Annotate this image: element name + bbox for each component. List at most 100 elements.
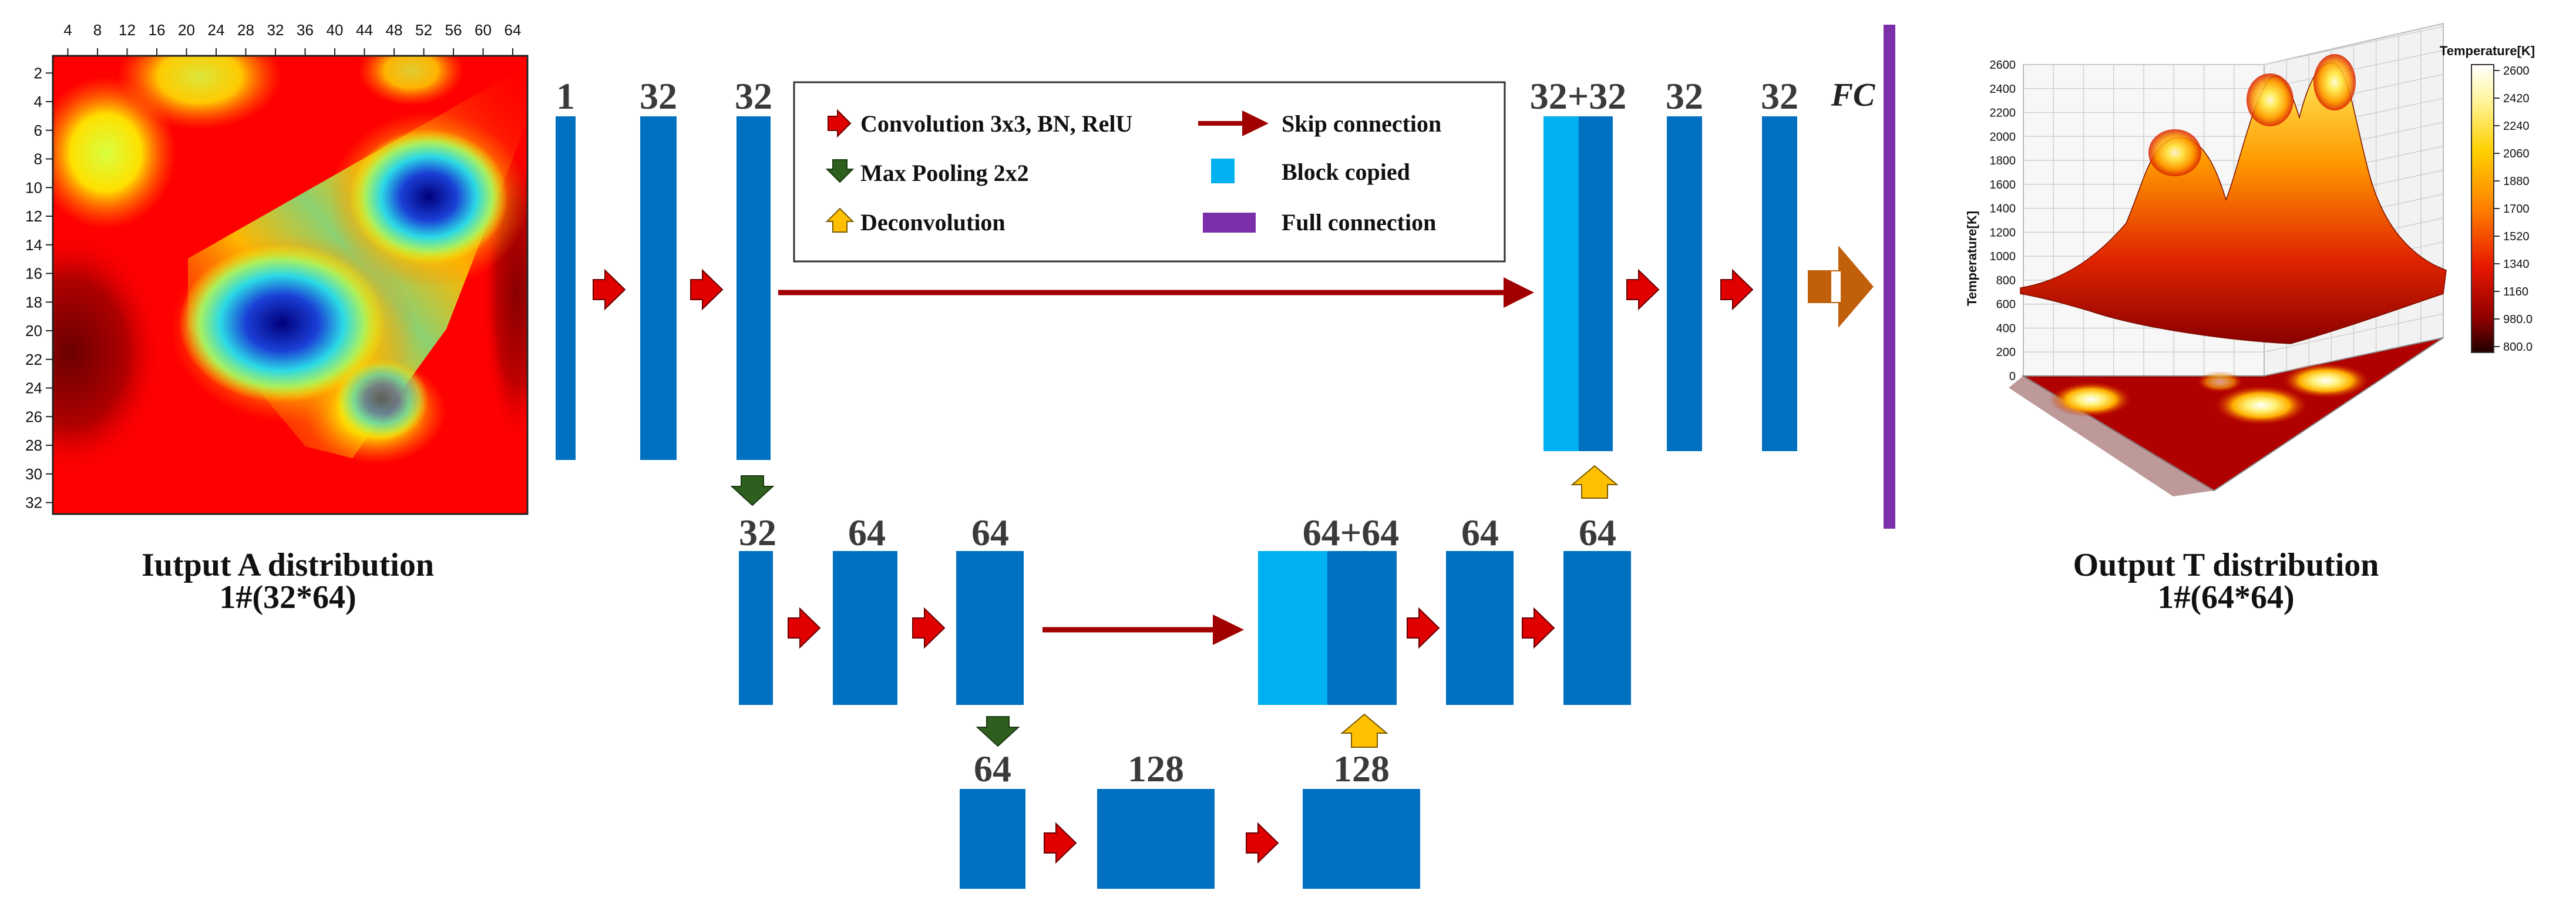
colorbar-tick-label: 2240 bbox=[2503, 120, 2530, 133]
output-caption-line2: 1#(64*64) bbox=[2157, 579, 2294, 616]
input-x-tick-label: 64 bbox=[505, 21, 522, 39]
output-z-tick-label: 2000 bbox=[1990, 130, 2016, 143]
channels-l1-conv1: 32 bbox=[640, 75, 677, 117]
channels-l2-conv2: 64 bbox=[971, 512, 1009, 553]
channels-l1-conv2: 32 bbox=[735, 75, 772, 117]
channels-l1-conv4: 32 bbox=[1761, 75, 1798, 117]
input-y-tick-label: 16 bbox=[25, 265, 42, 283]
channels-l2-conv4: 64 bbox=[1579, 512, 1616, 553]
output-z-tick-label: 400 bbox=[1996, 322, 2016, 335]
input-y-tick-label: 10 bbox=[25, 179, 42, 196]
input-y-tick-label: 28 bbox=[25, 436, 42, 454]
pool-arrow-icon bbox=[730, 475, 775, 506]
input-y-tick-label: 22 bbox=[25, 351, 42, 368]
input-x-tick-label: 12 bbox=[119, 21, 136, 39]
channels-l2-conv3: 64 bbox=[1461, 512, 1499, 553]
fc-arrow-icon bbox=[1808, 246, 1874, 328]
conv-arrow-icon bbox=[1407, 607, 1440, 649]
level-1: 1 32 32 32+32 32 32 FC bbox=[556, 25, 1895, 529]
conv-arrow-icon bbox=[1044, 822, 1077, 864]
legend-deconv-arrow-icon bbox=[825, 207, 855, 233]
colorbar-tick-label: 1340 bbox=[2503, 258, 2530, 271]
colorbar-tick-label: 2060 bbox=[2503, 147, 2530, 160]
block-l1-conv1 bbox=[640, 116, 677, 460]
legend-skip-arrow-icon bbox=[1242, 110, 1269, 136]
input-y-tick-label: 26 bbox=[25, 408, 42, 425]
input-y-tick-label: 4 bbox=[34, 93, 42, 110]
conv-arrow-icon bbox=[1626, 268, 1660, 311]
channels-l3-conv1: 128 bbox=[1128, 748, 1184, 790]
input-x-tick-label: 28 bbox=[237, 21, 254, 39]
channels-l3-conv2: 128 bbox=[1333, 748, 1390, 790]
output-z-tick-label: 1200 bbox=[1990, 226, 2016, 239]
output-z-tick-label: 2400 bbox=[1990, 83, 2016, 96]
channels-l2-conv1: 64 bbox=[848, 512, 886, 553]
block-l1-conv4 bbox=[1762, 116, 1797, 451]
input-x-tick-label: 48 bbox=[386, 21, 403, 39]
conv-arrow-icon bbox=[1720, 268, 1754, 311]
deconv-arrow-icon bbox=[1571, 465, 1619, 499]
block-l2-conv4 bbox=[1563, 551, 1631, 705]
input-x-tick-label: 4 bbox=[63, 21, 72, 39]
block-l2-conv1 bbox=[833, 551, 897, 705]
colorbar-tick-label: 800.0 bbox=[2503, 341, 2533, 354]
output-z-tick-label: 2200 bbox=[1990, 107, 2016, 120]
block-l2-copied bbox=[1258, 551, 1327, 705]
output-colorbar: Temperature[K] 2600242022402060188017001… bbox=[2440, 43, 2535, 354]
fc-label: FC bbox=[1831, 77, 1875, 113]
deconv-arrow-icon bbox=[1340, 713, 1388, 748]
block-l2-pool bbox=[739, 551, 773, 705]
colorbar-tick-label: 2420 bbox=[2503, 92, 2530, 105]
output-z-tick-label: 1600 bbox=[1990, 179, 2016, 192]
block-l1-input bbox=[556, 116, 576, 460]
level-3: 64 128 128 bbox=[960, 748, 1420, 889]
input-y-tick-label: 2 bbox=[34, 64, 42, 82]
colorbar-tick-label: 1880 bbox=[2503, 175, 2530, 188]
input-y-tick-label: 24 bbox=[25, 379, 42, 397]
output-caption-line1: Output T distribution bbox=[2073, 547, 2379, 583]
legend-deconv-label: Deconvolution bbox=[860, 209, 1005, 236]
block-l1-copied bbox=[1543, 116, 1579, 451]
output-z-tick-label: 2600 bbox=[1990, 59, 2016, 72]
level-2: 32 64 64 64+64 64 64 bbox=[739, 512, 1631, 705]
input-x-tick-label: 44 bbox=[356, 21, 373, 39]
conv-arrow-icon bbox=[912, 607, 946, 649]
input-y-tick-label: 14 bbox=[25, 236, 42, 254]
colorbar-tick-label: 1520 bbox=[2503, 230, 2530, 243]
legend-pool-arrow-icon bbox=[825, 159, 855, 183]
input-x-tick-label: 16 bbox=[149, 21, 166, 39]
input-y-tick-label: 20 bbox=[25, 322, 42, 340]
conv-arrow-icon bbox=[788, 607, 821, 649]
input-caption-line1: Iutput A distribution bbox=[142, 547, 434, 583]
legend-skip-label: Skip connection bbox=[1282, 110, 1441, 137]
legend-fc-label: Full connection bbox=[1282, 209, 1436, 236]
input-x-tick-label: 36 bbox=[297, 21, 314, 39]
legend-conv-label: Convolution 3x3, BN, RelU bbox=[860, 110, 1132, 137]
input-x-tick-label: 8 bbox=[93, 21, 102, 39]
conv-arrow-icon bbox=[1522, 607, 1555, 649]
skip-connection-l1 bbox=[778, 277, 1534, 308]
input-x-tick-label: 40 bbox=[327, 21, 344, 39]
output-z-tick-label: 200 bbox=[1996, 346, 2016, 359]
input-y-tick-label: 32 bbox=[25, 494, 42, 512]
skip-connection-l2 bbox=[1042, 614, 1244, 645]
channels-l1-conv3: 32 bbox=[1666, 75, 1703, 117]
block-l3-pool bbox=[960, 789, 1025, 889]
pool-arrow-icon bbox=[976, 716, 1020, 747]
channels-l2-concat: 64+64 bbox=[1303, 512, 1399, 553]
legend: Convolution 3x3, BN, RelU Skip connectio… bbox=[793, 81, 1506, 263]
channels-l1-concat: 32+32 bbox=[1530, 75, 1626, 117]
colorbar-tick-label: 2600 bbox=[2503, 65, 2530, 78]
conv-arrow-icon bbox=[690, 268, 724, 311]
input-heatmap bbox=[52, 55, 529, 515]
output-z-tick-label: 0 bbox=[2009, 370, 2016, 383]
colorbar-tick-label: 980.0 bbox=[2503, 313, 2533, 326]
input-y-tick-label: 30 bbox=[25, 465, 42, 483]
block-l3-conv2 bbox=[1303, 789, 1420, 889]
colorbar-tick-label: 1700 bbox=[2503, 203, 2530, 216]
input-x-tick-label: 32 bbox=[267, 21, 284, 39]
input-x-tick-label: 24 bbox=[208, 21, 225, 39]
output-3d-plot: 0200400600800100012001400160018002000220… bbox=[1965, 22, 2447, 496]
